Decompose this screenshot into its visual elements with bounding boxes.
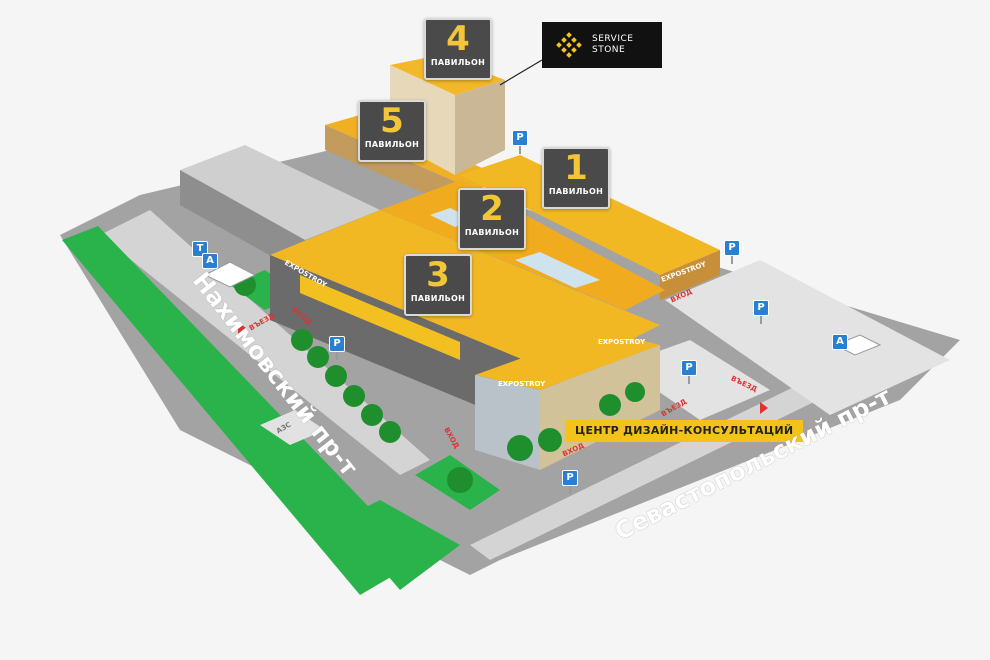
pavilion-caption: ПАВИЛЬОН xyxy=(430,58,486,67)
gas-station-canopy xyxy=(260,410,325,445)
pavilion-number: 5 xyxy=(380,101,404,141)
tree xyxy=(538,428,562,452)
diamond-logo-icon xyxy=(556,32,582,58)
parking-sign[interactable]: P xyxy=(329,336,345,360)
pavilion-3-yellow-band xyxy=(300,275,460,360)
brand-sign: EXPOSTROY xyxy=(498,380,546,388)
parking-lot-east xyxy=(665,260,950,415)
tree xyxy=(507,435,533,461)
pavilion-number: 1 xyxy=(564,148,588,188)
parking-sign[interactable]: P xyxy=(681,360,697,384)
parking-sign[interactable]: P xyxy=(512,130,528,154)
pavilion-5-label[interactable]: 5 ПАВИЛЬОН xyxy=(358,100,426,162)
pavilion-1-label[interactable]: 1 ПАВИЛЬОН xyxy=(542,147,610,209)
logo-pointer xyxy=(499,59,543,86)
taxi-stop xyxy=(203,261,257,288)
pavilion-4-label[interactable]: 4 ПАВИЛЬОН xyxy=(424,18,492,80)
bus-sign: А xyxy=(202,253,218,269)
pavilion-1-wall xyxy=(660,250,720,300)
pavilion-4-side xyxy=(455,80,505,175)
tree xyxy=(291,329,313,351)
tree xyxy=(307,346,329,368)
tree xyxy=(361,404,383,426)
entry-arrow xyxy=(238,322,246,334)
sidewalk-south xyxy=(470,345,900,560)
tree xyxy=(379,421,401,443)
pavilion-2-label[interactable]: 2 ПАВИЛЬОН xyxy=(458,188,526,250)
green-strip-south xyxy=(340,500,460,590)
pavilion-number: 2 xyxy=(480,189,504,229)
pavilion-3-label[interactable]: 3 ПАВИЛЬОН xyxy=(404,254,472,316)
pavilion-caption: ПАВИЛЬОН xyxy=(464,228,520,237)
logo-text: SERVICE STONE xyxy=(592,34,633,56)
pavilion-caption: ПАВИЛЬОН xyxy=(548,187,604,196)
pavilion-number: 4 xyxy=(446,19,470,59)
sidewalk-west xyxy=(100,210,430,475)
tree xyxy=(325,365,347,387)
parking-sign[interactable]: P xyxy=(562,470,578,494)
pavilion-caption: ПАВИЛЬОН xyxy=(364,140,420,149)
pavilion-1-roof xyxy=(460,155,720,275)
parking-sign[interactable]: P xyxy=(753,300,769,324)
tree xyxy=(343,385,365,407)
entrance-building-roof xyxy=(475,330,660,390)
tree xyxy=(625,382,645,402)
parking-sign[interactable]: P xyxy=(724,240,740,264)
bus-stop-east xyxy=(833,334,882,356)
service-stone-logo[interactable]: SERVICE STONE xyxy=(542,22,662,68)
warehouse-roof xyxy=(180,145,380,240)
green-strip-west xyxy=(62,226,420,595)
brand-sign: EXPOSTROY xyxy=(598,338,646,346)
tree xyxy=(447,467,473,493)
entry-arrow xyxy=(760,402,768,414)
design-center-label[interactable]: ЦЕНТР ДИЗАЙН-КОНСУЛЬТАЦИЙ xyxy=(565,420,804,442)
skylight xyxy=(515,252,600,288)
warehouse-side xyxy=(180,170,305,275)
pavilion-caption: ПАВИЛЬОН xyxy=(410,294,466,303)
logo-line-1: SERVICE xyxy=(592,34,634,44)
pavilion-number: 3 xyxy=(426,255,450,295)
logo-line-2: STONE xyxy=(592,45,626,55)
tree xyxy=(599,394,621,416)
bus-sign: А xyxy=(832,334,848,350)
